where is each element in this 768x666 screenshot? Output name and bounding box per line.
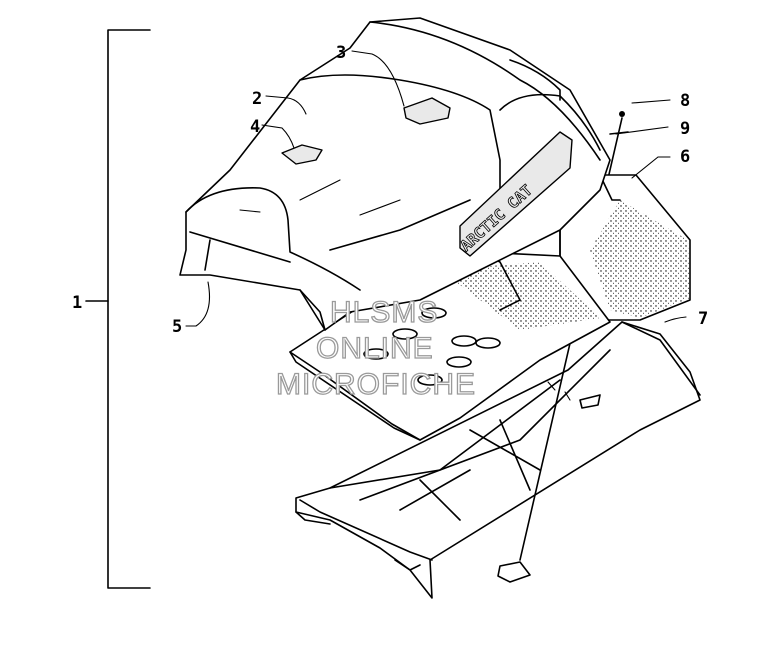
seat-base-part-6	[559, 174, 691, 321]
assembly-bracket	[85, 29, 151, 589]
callout-labels: 1 2 3 4 5 6 7 8 9	[72, 43, 708, 337]
callout-6: 6	[680, 147, 690, 167]
callout-4: 4	[250, 117, 260, 137]
watermark-line-1: HLSMS	[330, 296, 438, 329]
callout-2: 2	[252, 89, 262, 109]
watermark-line-2: ONLINE	[316, 332, 434, 365]
leader-lines	[185, 50, 687, 327]
watermark-line-3: MICROFICHE	[276, 368, 476, 401]
watermark: HLSMS ONLINE MICROFICHE	[275, 295, 476, 401]
callout-9: 9	[680, 119, 690, 139]
seat-pan	[289, 251, 611, 441]
rear-tray-part-7	[295, 321, 701, 599]
callout-5: 5	[172, 317, 182, 337]
callout-3: 3	[336, 43, 346, 63]
callout-1: 1	[72, 293, 82, 313]
callout-7: 7	[698, 309, 708, 329]
callout-8: 8	[680, 91, 690, 111]
seat-cushion-part-2: ARCTIC CAT	[179, 17, 611, 331]
